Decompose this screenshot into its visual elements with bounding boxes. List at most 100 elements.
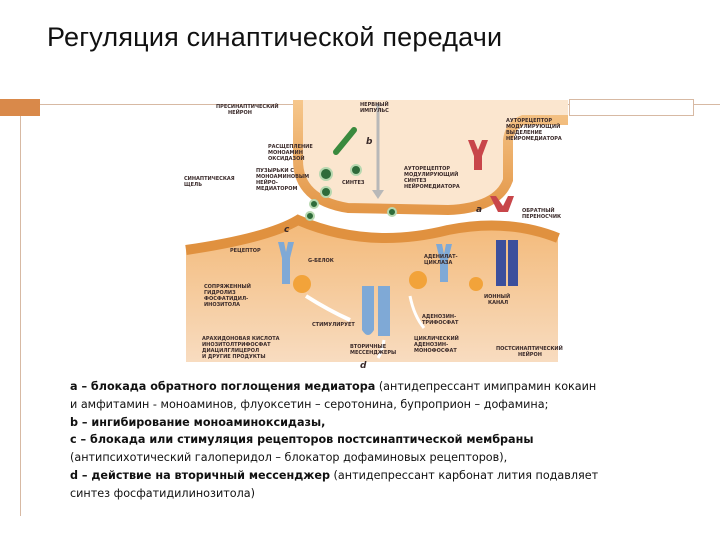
accent-bar-right <box>569 99 694 116</box>
arrow-camp <box>408 295 426 329</box>
svg-text:ИНОЗИТОЛА: ИНОЗИТОЛА <box>204 302 240 308</box>
caption-line-c: c – блокада или стимуляция рецепторов по… <box>70 433 534 447</box>
caption-line-d2: синтез фосфатидилинозитола) <box>70 486 255 500</box>
presynaptic-terminal <box>298 100 568 210</box>
g-protein-ball <box>293 275 311 293</box>
vesicle <box>320 186 332 198</box>
reuptake-transporter <box>490 196 514 212</box>
caption-line-c2: (антипсихотический галоперидол – блокато… <box>70 451 508 465</box>
svg-text:ЦИКЛИЧЕСКИЙ: ЦИКЛИЧЕСКИЙ <box>414 334 459 342</box>
label-atp: АДЕНОЗИН-ТРИФОСФАТ <box>422 314 459 326</box>
svg-text:АРАХИДОНОВАЯ КИСЛОТА: АРАХИДОНОВАЯ КИСЛОТА <box>202 336 280 342</box>
vesicle <box>387 207 397 217</box>
svg-text:МЕДИАТОРОМ: МЕДИАТОРОМ <box>256 186 297 192</box>
vesicle <box>309 199 319 209</box>
presynaptic-membrane <box>293 100 568 216</box>
vesicle <box>350 164 362 176</box>
svg-text:МОДУЛИРУЮЩИЙ: МОДУЛИРУЮЩИЙ <box>506 122 560 130</box>
svg-text:ГИДРОЛИЗ: ГИДРОЛИЗ <box>204 290 236 296</box>
svg-text:ТРИФОСФАТ: ТРИФОСФАТ <box>422 320 459 326</box>
label-synthesis: СИНТЕЗ <box>342 180 365 186</box>
svg-text:МЕССЕНДЖЕРЫ: МЕССЕНДЖЕРЫ <box>350 350 396 356</box>
arrow-stimulates <box>304 294 351 322</box>
svg-text:МОДУЛИРУЮЩИЙ: МОДУЛИРУЮЩИЙ <box>404 170 458 178</box>
svg-text:ИОННЫЙ: ИОННЫЙ <box>484 292 510 300</box>
svg-text:АДЕНОЗИН-: АДЕНОЗИН- <box>422 314 456 320</box>
vesicle <box>305 211 315 221</box>
postsynaptic-membrane <box>185 214 560 255</box>
svg-text:НЕРВНЫЙ: НЕРВНЫЙ <box>360 100 389 108</box>
svg-text:ПУЗЫРЬКИ С: ПУЗЫРЬКИ С <box>256 168 294 174</box>
vesicle <box>319 167 333 181</box>
svg-text:И ДРУГИЕ ПРОДУКТЫ: И ДРУГИЕ ПРОДУКТЫ <box>202 354 266 360</box>
svg-text:ОБРАТНЫЙ: ОБРАТНЫЙ <box>522 206 555 214</box>
svg-text:МОНОАМИН: МОНОАМИН <box>268 150 303 156</box>
svg-text:НЕЙРО-: НЕЙРО- <box>256 178 278 186</box>
letter-b: b <box>366 137 373 147</box>
caption-line-d: d – действие на вторичный мессенджер (ан… <box>70 468 599 482</box>
svg-text:НЕЙРОМЕДИАТОРА: НЕЙРОМЕДИАТОРА <box>506 134 562 142</box>
svg-text:ПРЕСИНАПТИЧЕСКИЙ: ПРЕСИНАПТИЧЕСКИЙ <box>216 102 279 110</box>
letter-d: d <box>360 361 367 368</box>
letter-c: c <box>284 225 290 235</box>
autoreceptor-release <box>468 140 488 156</box>
adenylate-ball <box>409 271 427 289</box>
svg-text:НЕЙРОН: НЕЙРОН <box>228 108 252 116</box>
mao-enzyme <box>333 127 357 155</box>
label-stimulates: СТИМУЛИРУЕТ <box>312 322 355 328</box>
ion-channel <box>496 240 506 286</box>
label-g-protein: G-БЕЛОК <box>308 258 335 264</box>
accent-bar-left <box>0 99 40 116</box>
svg-text:СОПРЯЖЕННЫЙ: СОПРЯЖЕННЫЙ <box>204 282 251 290</box>
label-receptor: РЕЦЕПТОР <box>230 248 261 254</box>
svg-text:ДИАЦИЛГЛИЦЕРОЛ: ДИАЦИЛГЛИЦЕРОЛ <box>202 348 259 354</box>
receptor-middle <box>436 244 452 260</box>
svg-text:ЩЕЛЬ: ЩЕЛЬ <box>184 182 202 188</box>
svg-text:ИНОЗИТОЛТРИФОСФАТ: ИНОЗИТОЛТРИФОСФАТ <box>202 342 271 348</box>
svg-text:ИМПУЛЬС: ИМПУЛЬС <box>360 108 389 114</box>
svg-text:НЕЙРОН: НЕЙРОН <box>518 350 542 358</box>
svg-text:ОКСИДАЗОЙ: ОКСИДАЗОЙ <box>268 154 305 162</box>
svg-text:ПЕРЕНОСЧИК: ПЕРЕНОСЧИК <box>522 214 562 220</box>
letter-a: a <box>476 205 482 215</box>
label-adenylate-cyclase: АДЕНИЛАТ-ЦИКЛАЗА <box>424 254 458 266</box>
left-vertical-rule <box>20 116 21 516</box>
svg-text:КАНАЛ: КАНАЛ <box>488 300 508 306</box>
caption-line-a: a – блокада обратного поглощения медиато… <box>70 380 597 393</box>
svg-text:АУТОРЕЦЕПТОР: АУТОРЕЦЕПТОР <box>506 118 552 124</box>
svg-text:ФОСФАТИДИЛ-: ФОСФАТИДИЛ- <box>204 296 248 302</box>
svg-text:АДЕНОЗИН-: АДЕНОЗИН- <box>414 342 448 348</box>
svg-text:СИНТЕЗ: СИНТЕЗ <box>404 178 427 184</box>
svg-text:ЦИКЛАЗА: ЦИКЛАЗА <box>424 260 452 266</box>
arrow-second <box>376 339 386 359</box>
svg-text:АУТОРЕЦЕПТОР: АУТОРЕЦЕПТОР <box>404 166 450 172</box>
receptor-left <box>278 242 294 258</box>
svg-text:АДЕНИЛАТ-: АДЕНИЛАТ- <box>424 254 458 260</box>
effector-protein <box>362 286 374 335</box>
svg-text:ПОСТСИНАПТИЧЕСКИЙ: ПОСТСИНАПТИЧЕСКИЙ <box>496 344 563 352</box>
svg-text:ВТОРИЧНЫЕ: ВТОРИЧНЫЕ <box>350 344 387 350</box>
svg-text:МОНОАМИНОВЫМ: МОНОАМИНОВЫМ <box>256 174 309 180</box>
svg-text:НЕЙРОМЕДИАТОРА: НЕЙРОМЕДИАТОРА <box>404 182 460 190</box>
svg-text:СИНАПТИЧЕСКАЯ: СИНАПТИЧЕСКАЯ <box>184 176 235 182</box>
caption-line-a2: и амфитамин - моноаминов, флуоксетин – с… <box>70 397 549 411</box>
svg-text:ВЫДЕЛЕНИЕ: ВЫДЕЛЕНИЕ <box>506 130 543 136</box>
caption-line-b: b – ингибирование моноаминоксидазы, <box>70 415 326 429</box>
svg-text:РАСЩЕПЛЕНИЕ: РАСЩЕПЛЕНИЕ <box>268 144 313 150</box>
slide-title: Регуляция синаптической передачи <box>47 22 503 52</box>
